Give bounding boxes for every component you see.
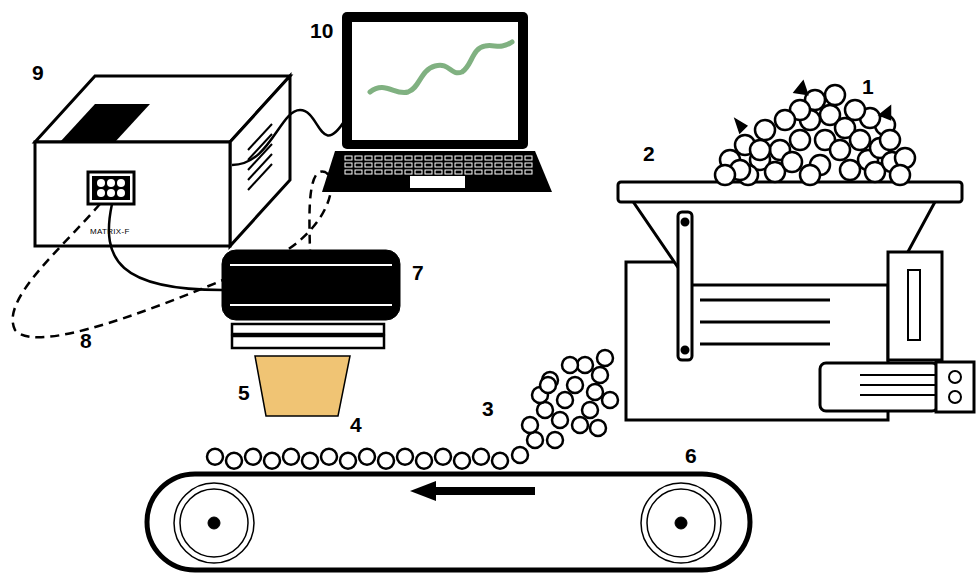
callout-number: 10 bbox=[310, 20, 333, 41]
callout-number: 6 bbox=[685, 445, 697, 466]
callout-number: 5 bbox=[238, 382, 250, 403]
device-model-label: MATRIX-F bbox=[90, 228, 130, 236]
callout-number: 8 bbox=[80, 330, 92, 351]
spectrometer bbox=[35, 76, 290, 246]
destemmer-machine bbox=[618, 182, 974, 420]
callout-number: 7 bbox=[412, 262, 424, 283]
nir-probe bbox=[222, 250, 400, 416]
callout-number: 4 bbox=[350, 414, 362, 435]
callout-number: 1 bbox=[862, 76, 874, 97]
callout-number: 9 bbox=[32, 62, 44, 83]
callout-number: 3 bbox=[482, 398, 494, 419]
laptop bbox=[322, 12, 552, 192]
conveyor-belt bbox=[147, 474, 750, 570]
callout-number: 2 bbox=[643, 143, 655, 164]
grape-berries bbox=[207, 82, 915, 469]
